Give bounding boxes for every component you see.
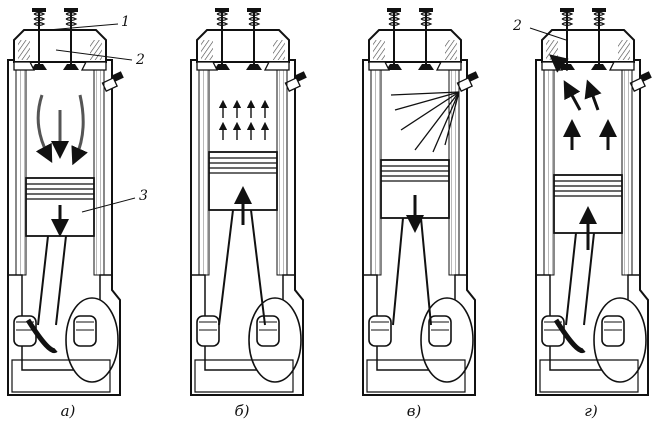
panel-v <box>362 7 480 396</box>
caption-v: в) <box>406 402 422 420</box>
caption-g: г) <box>584 402 598 420</box>
callout-3: 3 <box>139 188 148 204</box>
panel-a <box>7 7 136 396</box>
caption-b: б) <box>234 402 250 420</box>
panel-b <box>190 7 308 396</box>
callout-2-exhaust: 2 <box>513 18 522 34</box>
callout-2: 2 <box>136 52 145 68</box>
callout-1: 1 <box>121 14 130 30</box>
caption-a: а) <box>60 402 76 420</box>
panel-g <box>529 7 653 396</box>
